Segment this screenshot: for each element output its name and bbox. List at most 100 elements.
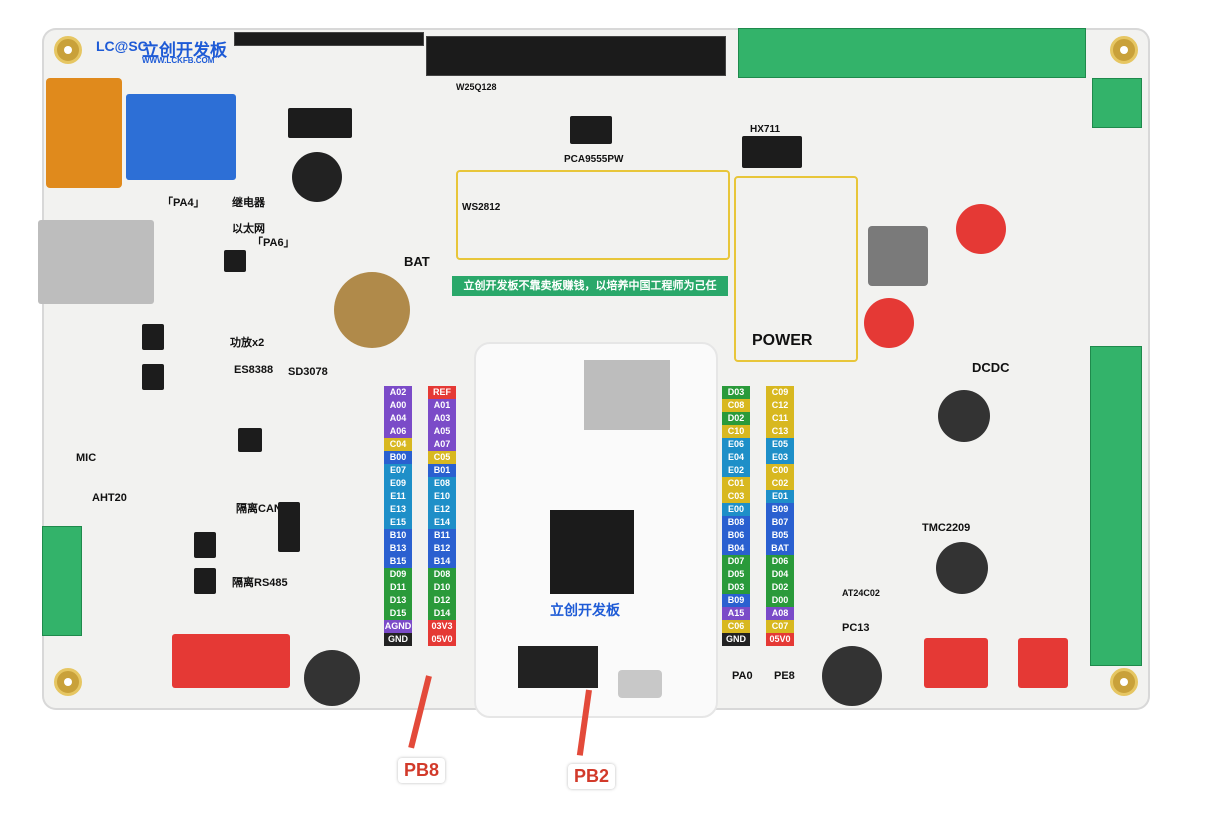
pin-label: A05 [428,425,456,438]
sd-card-slot [584,360,670,430]
pin-label: D08 [428,568,456,581]
capacitor [936,542,988,594]
mount-hole [1110,36,1138,64]
bat-label: BAT [404,254,430,269]
pin-label: D11 [384,581,412,594]
pa6-label: 「PA6」 [252,237,295,249]
buzzer [292,152,342,202]
pin-label: B09 [766,503,794,516]
pin-label: E05 [766,438,794,451]
pa4-label: 「PA4」 [162,197,205,209]
slogan-banner: 立创开发板不靠卖板赚钱，以培养中国工程师为己任 [452,276,728,296]
pin-label: GND [722,633,750,646]
pin-label: A06 [384,425,412,438]
annotation-pb2: PB2 [568,764,616,789]
pin-label: 05V0 [428,633,456,646]
w25-label: W25Q128 [456,82,497,92]
pin-label: E01 [766,490,794,503]
pin-label: D07 [722,555,750,568]
pin-label: C10 [722,425,750,438]
pin-label: D10 [428,581,456,594]
inductor [868,226,928,286]
chip [142,364,164,390]
ethernet-jack [38,220,154,304]
pin-label: A08 [766,607,794,620]
pin-label: B13 [384,542,412,555]
pin-label: E15 [384,516,412,529]
pin-label: C07 [766,620,794,633]
pin-label: D05 [722,568,750,581]
pin-label: D09 [384,568,412,581]
pin-label: B05 [766,529,794,542]
dip-switch [1018,638,1068,688]
pin-label: B10 [384,529,412,542]
pin-label: GND [384,633,412,646]
core-board: 立创开发板 [474,342,718,718]
pin-label: B01 [428,464,456,477]
tmc-label: TMC2209 [922,522,971,534]
pin-label: B14 [428,555,456,568]
sd-label: SD3078 [288,366,328,378]
terminal-block [738,28,1086,78]
pin-label: A07 [428,438,456,451]
pin-label: E02 [722,464,750,477]
pin-label: B09 [722,594,750,607]
swd-header [518,646,598,688]
pin-label: E03 [766,451,794,464]
battery-holder [334,272,410,348]
pin-label: D00 [766,594,794,607]
mount-hole [54,668,82,696]
logo-cn: 立创开发板 [142,41,227,60]
pin-label: B15 [384,555,412,568]
pin-label: D04 [766,568,794,581]
chip [194,532,216,558]
pin-label: C01 [722,477,750,490]
pin-label: A00 [384,399,412,412]
pin-label: E04 [722,451,750,464]
pin-label: C03 [722,490,750,503]
rs485-label: 隔离RS485 [232,577,288,589]
pin-label: E06 [722,438,750,451]
pin-label: B00 [384,451,412,464]
aht-label: AHT20 [92,492,127,504]
terminal-block [1090,346,1142,666]
power-zone [734,176,858,362]
capacitor [956,204,1006,254]
pin-label: E00 [722,503,750,516]
fuse [46,78,122,188]
pin-label: C12 [766,399,794,412]
at24-label: AT24C02 [842,588,880,598]
chip [278,502,300,552]
pin-label: AGND [384,620,412,633]
mic-label: MIC [76,452,97,464]
pin-label: A02 [384,386,412,399]
hx-chip [742,136,802,168]
usb-c-port [618,670,662,698]
ws-label: WS2812 [462,202,501,213]
pin-label: D02 [766,581,794,594]
encoder [822,646,882,706]
pin-label: C02 [766,477,794,490]
pin-label: A15 [722,607,750,620]
pe8-label: PE8 [774,670,795,682]
pin-label: B11 [428,529,456,542]
pin-label: 05V0 [766,633,794,646]
pin-label: A04 [384,412,412,425]
pin-label: E07 [384,464,412,477]
pin-label: A01 [428,399,456,412]
pin-label: B06 [722,529,750,542]
pin-label: B07 [766,516,794,529]
pin-label: D13 [384,594,412,607]
terminal-block [42,526,82,636]
pin-label: B08 [722,516,750,529]
pin-label: D15 [384,607,412,620]
dip-switch [172,634,290,688]
pin-label: C11 [766,412,794,425]
pin-label: B12 [428,542,456,555]
dcdc-label: DCDC [972,360,1010,375]
logo-text: LC@SC [96,38,148,54]
pin-label: D06 [766,555,794,568]
es-label: ES8388 [234,364,274,376]
pin-label: E09 [384,477,412,490]
mount-hole [1110,668,1138,696]
